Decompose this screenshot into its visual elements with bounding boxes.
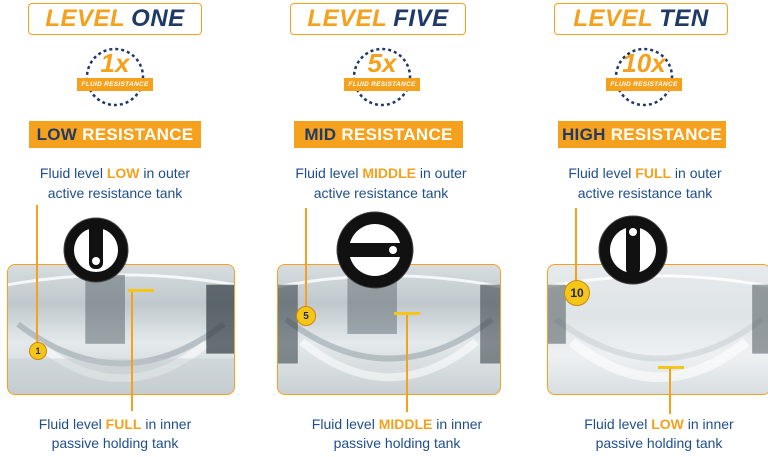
fluid-resistance-dial [598, 215, 668, 285]
caption-text: Fluid level [38, 416, 106, 432]
tank-photo [7, 264, 235, 395]
level-title-number: TEN [659, 5, 709, 32]
caption-text: in inner [432, 416, 483, 432]
resistance-level: HIGH [561, 124, 606, 144]
caption-line2: passive holding tank [333, 435, 461, 451]
caption-line2: active resistance tank [47, 185, 183, 201]
inner-level-pointer [406, 314, 408, 412]
level-title: LEVEL ONE [28, 3, 202, 35]
resistance-word: RESISTANCE [82, 124, 194, 144]
fluid-resistance-badge: 10x FLUID RESISTANCE [604, 44, 684, 110]
inner-tank-caption: Fluid level FULL in inner passive holdin… [0, 415, 230, 453]
outer-tank-caption: Fluid level MIDDLE in outer active resis… [266, 163, 496, 203]
badge-dashed-ring-icon [352, 47, 412, 107]
dial-icon [336, 211, 414, 289]
caption-text: in outer [416, 165, 467, 181]
level-title-prefix: LEVEL [307, 5, 388, 32]
caption-text: in inner [141, 416, 192, 432]
dial-icon [63, 217, 129, 283]
caption-line2: active resistance tank [313, 185, 449, 201]
inner-level-pointer [669, 368, 671, 414]
resistance-word: RESISTANCE [341, 124, 453, 144]
level-marker: 10 [564, 280, 590, 306]
caption-text: in inner [683, 416, 734, 432]
badge-multiplier: 10x [622, 48, 666, 78]
caption-text: Fluid level [584, 416, 652, 432]
level-one-column: LEVEL ONE 1x FLUID RESISTANCE LOW RESIST… [0, 0, 256, 457]
caption-text: in outer [671, 165, 722, 181]
level-marker: 1 [29, 342, 47, 360]
caption-highlight: MIDDLE [378, 416, 433, 432]
level-marker: 5 [296, 306, 316, 326]
badge-dashed-ring-icon [614, 47, 674, 107]
caption-text: Fluid level [295, 165, 363, 181]
badge-multiplier: 1x [100, 48, 130, 78]
dial-icon [598, 215, 668, 285]
inner-level-mark [658, 366, 684, 369]
tank-illustration [8, 273, 234, 394]
caption-highlight: LOW [106, 165, 140, 181]
resistance-level: LOW [36, 124, 78, 144]
level-title: LEVEL FIVE [290, 3, 466, 35]
resistance-level: MID [304, 124, 337, 144]
fluid-resistance-badge: 5x FLUID RESISTANCE [342, 44, 422, 110]
caption-line2: passive holding tank [595, 435, 723, 451]
caption-highlight: FULL [635, 165, 672, 181]
outer-tank-caption: Fluid level FULL in outer active resista… [530, 163, 760, 203]
caption-text: in outer [139, 165, 191, 181]
caption-highlight: MIDDLE [362, 165, 416, 181]
fluid-resistance-dial [63, 217, 129, 283]
level-five-column: LEVEL FIVE 5x FLUID RESISTANCE MID RESIS… [256, 0, 512, 457]
fluid-resistance-dial [335, 210, 415, 290]
resistance-word: RESISTANCE [610, 124, 722, 144]
caption-text: Fluid level [39, 165, 107, 181]
caption-text: Fluid level [568, 165, 636, 181]
level-title-number: ONE [131, 5, 185, 32]
outer-level-pointer [575, 208, 577, 280]
inner-level-mark [394, 312, 420, 315]
badge-dashed-ring-icon [85, 47, 145, 107]
fluid-resistance-badge: 1x FLUID RESISTANCE [75, 44, 155, 110]
badge-ribbon: FLUID RESISTANCE [606, 78, 682, 91]
outer-level-pointer [36, 205, 38, 348]
level-title: LEVEL TEN [554, 3, 728, 35]
badge-ribbon: FLUID RESISTANCE [344, 78, 420, 91]
outer-tank-caption: Fluid level LOW in outer active resistan… [0, 163, 230, 203]
caption-highlight: LOW [651, 416, 684, 432]
outer-level-pointer [305, 208, 307, 312]
inner-tank-caption: Fluid level MIDDLE in inner passive hold… [282, 415, 512, 453]
resistance-bar: HIGH RESISTANCE [558, 121, 726, 148]
badge-multiplier: 5x [367, 48, 397, 78]
caption-line2: active resistance tank [577, 185, 713, 201]
level-title-prefix: LEVEL [45, 5, 126, 32]
level-title-number: FIVE [393, 5, 449, 32]
badge-ribbon: FLUID RESISTANCE [77, 78, 153, 91]
resistance-bar: MID RESISTANCE [294, 121, 463, 148]
level-title-prefix: LEVEL [573, 5, 654, 32]
level-ten-column: LEVEL TEN 10x FLUID RESISTANCE HIGH RESI… [512, 0, 768, 457]
inner-tank-caption: Fluid level LOW in inner passive holding… [544, 415, 768, 453]
inner-level-mark [128, 289, 154, 292]
caption-highlight: FULL [105, 416, 142, 432]
inner-level-pointer [131, 291, 133, 411]
caption-line2: passive holding tank [51, 435, 179, 451]
resistance-bar: LOW RESISTANCE [29, 121, 201, 148]
caption-text: Fluid level [311, 416, 379, 432]
